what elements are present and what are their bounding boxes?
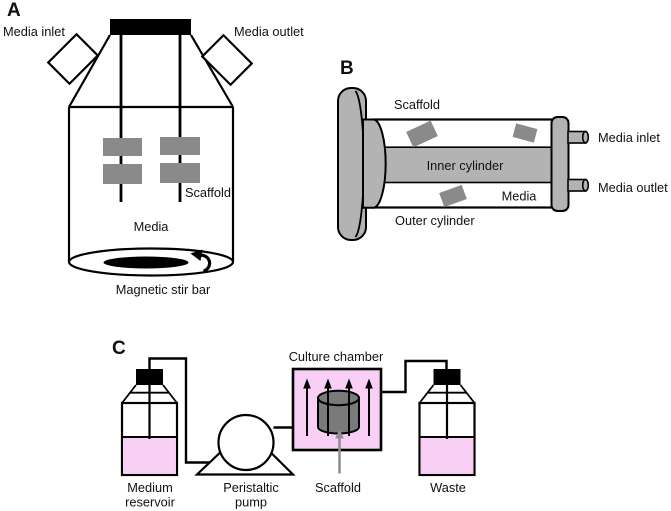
chamber-scaffold-cylinder	[317, 389, 360, 435]
flow-arrows	[303, 378, 373, 436]
label-media-outlet-b: Media outlet	[598, 180, 668, 195]
label-outer-cylinder: Outer cylinder	[395, 213, 475, 228]
flask-cap	[110, 19, 191, 35]
rotation-arrow-head	[190, 249, 203, 261]
label-waste: Waste	[430, 480, 466, 495]
label-peristaltic-pump-2: pump	[235, 495, 267, 510]
bottle-cap	[433, 369, 461, 385]
label-media-inlet-b: Media inlet	[598, 130, 660, 145]
media-outlet-port	[567, 178, 590, 192]
vessel-end-cap	[550, 116, 570, 212]
label-media-inlet-a: Media inlet	[3, 24, 65, 39]
label-media-a: Media	[134, 219, 170, 234]
panel-c-perfusion-system: C	[112, 338, 476, 510]
label-magnetic-stir-bar: Magnetic stir bar	[116, 282, 211, 297]
flask-shoulders	[68, 34, 234, 108]
vessel-collar	[362, 118, 387, 209]
bottle-shoulders	[121, 384, 178, 404]
scaffold-block	[160, 163, 200, 183]
bottle-liquid	[420, 437, 474, 474]
scaffold-pointer-arrow	[335, 429, 344, 474]
peristaltic-pump	[194, 413, 296, 476]
panel-letter-c: C	[112, 338, 126, 359]
scaffold-block	[103, 138, 142, 156]
tube-reservoir-to-pump	[148, 357, 217, 464]
scaffold-block	[103, 164, 142, 184]
scaffold-block	[160, 137, 200, 155]
label-culture-chamber: Culture chamber	[289, 349, 384, 364]
medium-reservoir-bottle	[120, 369, 179, 477]
label-medium-reservoir-1: Medium	[127, 480, 173, 495]
scaffold-block	[406, 120, 438, 148]
bottle-shoulders	[418, 384, 476, 404]
panel-letter-a: A	[7, 0, 21, 21]
pump-head	[217, 413, 275, 472]
scaffold-block	[439, 184, 467, 208]
media-inlet-port	[567, 130, 590, 144]
flask-outlet-arm	[200, 33, 254, 87]
inner-cylinder	[373, 146, 557, 184]
tube-chamber-to-waste	[381, 359, 448, 394]
flask-body	[67, 105, 235, 262]
stir-bar	[103, 256, 189, 269]
bottle-cap	[136, 369, 163, 385]
label-scaffold-b: Scaffold	[394, 97, 440, 112]
label-peristaltic-pump-1: Peristaltic	[223, 480, 279, 495]
panel-b-rotating-wall-vessel: B Scaffold Inner c	[337, 58, 668, 241]
vessel-end-disk	[337, 87, 367, 241]
label-inner-cylinder: Inner cylinder	[427, 158, 505, 173]
panel-a-spinner-flask: A Media inlet Media outlet Scaffold Medi…	[3, 0, 304, 297]
panel-letter-b: B	[340, 58, 354, 79]
scaffold-block	[512, 123, 538, 143]
waste-bottle	[418, 369, 476, 477]
label-scaffold-a: Scaffold	[185, 185, 231, 200]
flask-inlet-arm	[46, 32, 100, 86]
label-medium-reservoir-2: reservoir	[125, 495, 176, 510]
label-media-b: Media	[502, 189, 538, 204]
label-scaffold-c: Scaffold	[315, 480, 361, 495]
bottle-liquid	[123, 437, 176, 474]
label-media-outlet-a: Media outlet	[234, 24, 304, 39]
